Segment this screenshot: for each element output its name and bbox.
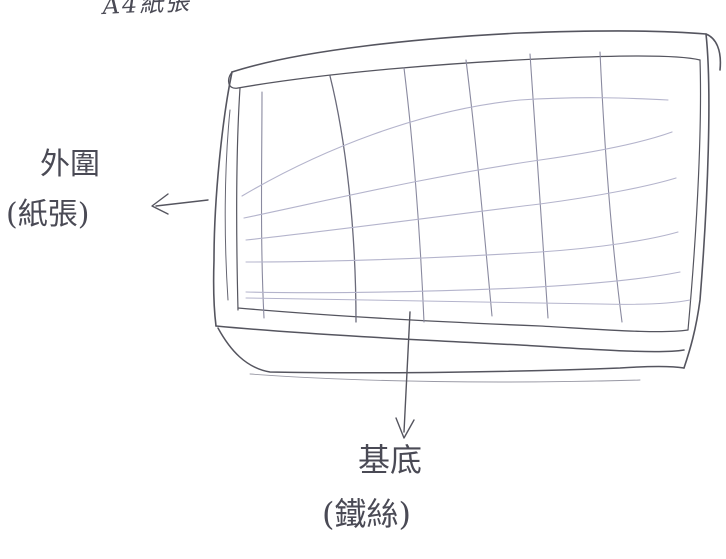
outer-arrow-head <box>151 193 169 215</box>
frame-top-rim <box>231 30 722 73</box>
grid-vertical-line-2 <box>329 75 357 323</box>
frame-right-edge <box>683 33 710 369</box>
frame-bottom-inner-rim <box>237 307 689 333</box>
sheet-title: A4紙張 <box>101 0 192 20</box>
base-arrow-shaft <box>403 311 411 433</box>
outer-frame-sublabel: (紙張) <box>6 197 90 232</box>
frame-bottom-outer-rim <box>215 325 685 353</box>
grid-vertical-line-3 <box>403 67 425 323</box>
frame-right-inner-edge <box>687 59 702 331</box>
grid-vertical-line-6 <box>599 51 623 323</box>
grid-wave-line-6 <box>245 297 691 305</box>
grid-wave-line-5 <box>245 271 681 294</box>
grid-vertical-line-5 <box>529 53 549 319</box>
outer-frame-label: 外圍 <box>40 147 100 182</box>
frame-bottom-shadow <box>249 373 641 383</box>
frame-left-outer-wall <box>212 71 233 327</box>
frame-bottom-base <box>217 327 685 374</box>
grid-wave-line-3 <box>245 177 677 241</box>
grid-wave-line-1 <box>241 97 669 197</box>
grid-vertical-line-1 <box>260 91 265 319</box>
frame-left-mid-wall <box>224 109 231 301</box>
grid-wave-line-2 <box>243 131 673 219</box>
grid-vertical-line-4 <box>465 59 493 317</box>
outer-arrow-shaft <box>155 199 209 207</box>
base-sublabel: (鐵絲) <box>322 495 411 533</box>
frame-top-inner-rim <box>237 55 701 89</box>
grid-wave-line-4 <box>245 231 679 263</box>
base-label: 基底 <box>358 441 423 479</box>
frame-left-inner-wall <box>236 87 241 311</box>
base-arrow-head <box>395 417 415 439</box>
